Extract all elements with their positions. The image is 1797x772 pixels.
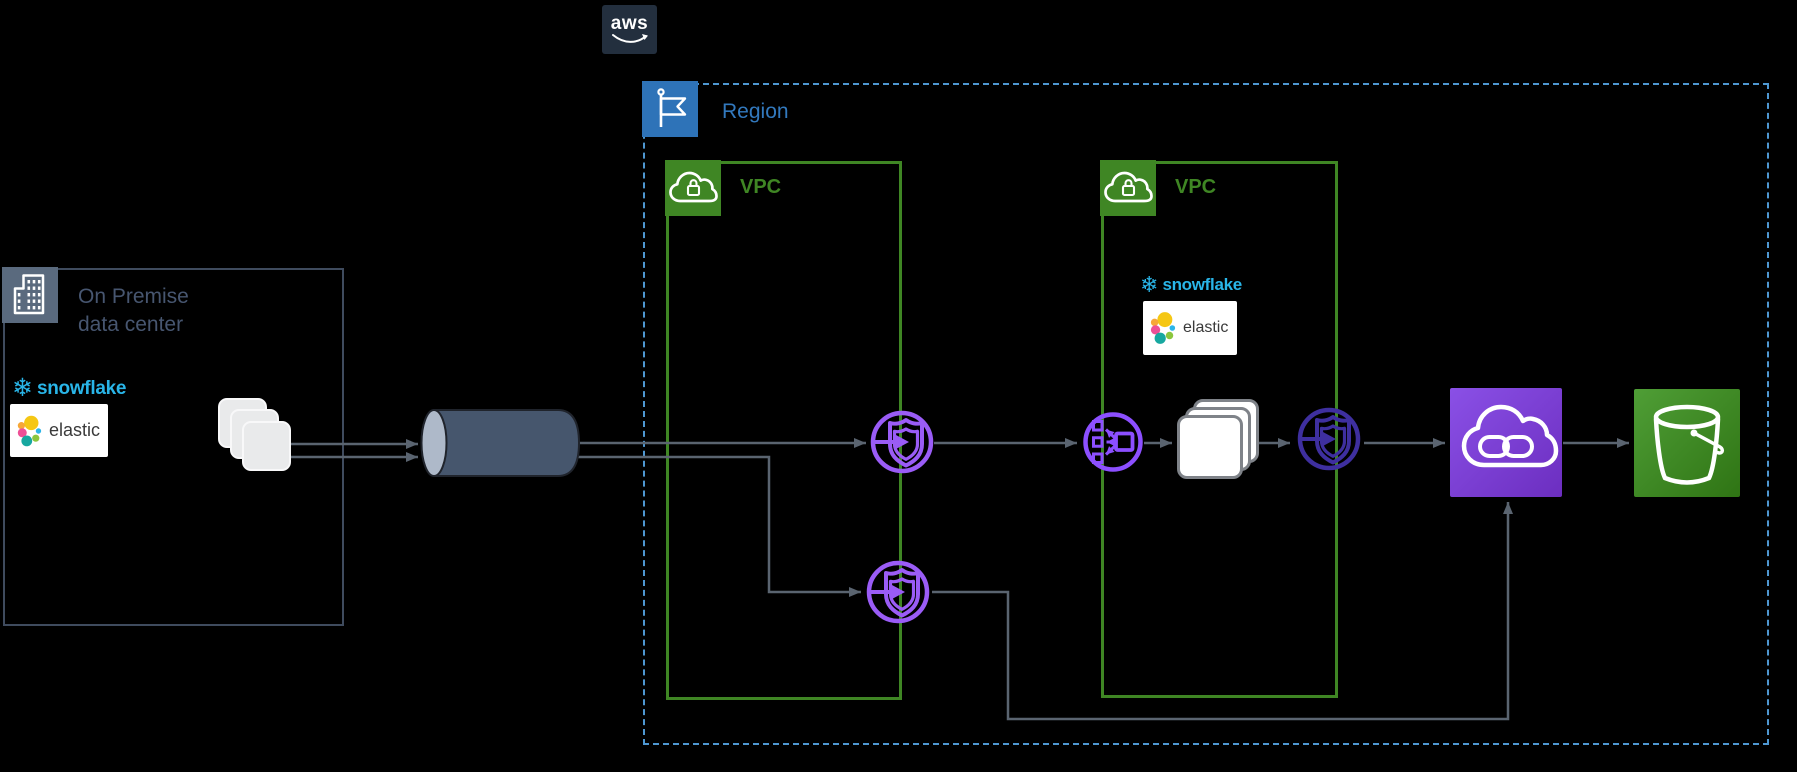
elastic-blobs-icon <box>17 415 42 446</box>
elastic-wordmark: elastic <box>48 420 100 440</box>
aws-logo: aws <box>602 5 657 54</box>
snowflake-icon: ❄ <box>12 374 33 402</box>
cloud-chainlink-icon <box>1461 404 1559 468</box>
aws-logo-text: aws <box>610 13 649 34</box>
aws-smile-icon <box>611 34 648 43</box>
vpc-right-label: VPC <box>1175 176 1217 198</box>
stacked-papers-icon <box>242 421 291 471</box>
snowflake-icon: ❄ <box>1140 272 1159 297</box>
s3-bucket-service-icon <box>1634 389 1740 497</box>
on-premise-boundary <box>3 268 344 626</box>
load-balancer-icon <box>1083 412 1143 472</box>
pipe-cylinder-icon <box>420 409 581 477</box>
vpc-right-icon <box>1100 160 1156 216</box>
snowflake-logo: ❄ snowflake <box>12 376 126 401</box>
region-label: Region <box>722 100 789 123</box>
region-flag-icon <box>642 81 698 137</box>
elastic-logo: elastic <box>1143 301 1237 355</box>
elastic-blobs-icon <box>1150 312 1176 344</box>
vpc-endpoint-icon-top <box>870 410 934 474</box>
cloud-lock-icon <box>1104 171 1153 203</box>
cloud-lock-icon <box>669 171 718 203</box>
snowflake-wordmark: snowflake <box>1162 274 1242 294</box>
vpc-endpoint-icon-lower <box>866 560 930 624</box>
vpc-left-label: VPC <box>740 176 782 198</box>
bucket-icon <box>1653 404 1725 485</box>
privatelink-service-icon <box>1450 388 1562 497</box>
building-icon <box>2 267 58 323</box>
vpc-left-icon <box>665 160 721 216</box>
aws-region-boundary <box>643 83 1769 745</box>
elastic-logo: elastic <box>10 404 108 457</box>
elastic-wordmark: elastic <box>1183 319 1229 336</box>
vpc-endpoint-icon-dark <box>1297 407 1361 471</box>
on-premise-title: On Premise data center <box>78 285 189 336</box>
snowflake-logo: ❄ snowflake <box>1140 272 1242 297</box>
instance-stack-icon <box>1177 415 1243 479</box>
snowflake-wordmark: snowflake <box>36 377 127 399</box>
